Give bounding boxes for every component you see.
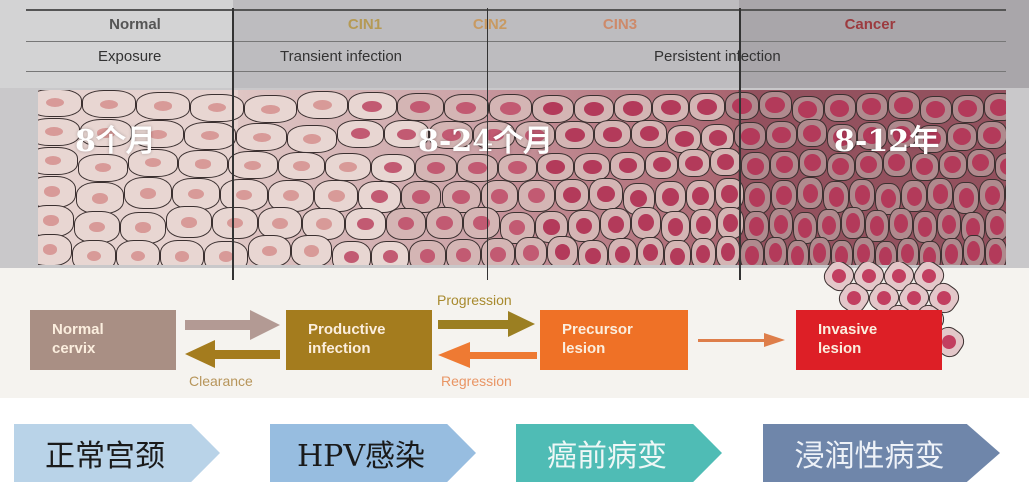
chevron-precancerous-lesion: 癌前病变 <box>516 424 722 482</box>
phase-persistent-infection: Persistent infection <box>654 48 781 65</box>
normal-band <box>0 0 233 88</box>
chevron-hpv-infection-label: HPV感染 <box>296 439 425 474</box>
divider-cin-cancer <box>739 8 741 280</box>
box-productive-line1: Productive <box>308 321 386 338</box>
chevron-invasive-lesion-label: 浸润性病变 <box>794 439 945 474</box>
label-regression: Regression <box>441 373 512 389</box>
chevron-normal-cervix-label: 正常宫颈 <box>45 439 165 474</box>
chevron-precancerous-lesion-label: 癌前病变 <box>547 439 667 474</box>
box-precursor-lesion: Precursor lesion <box>540 310 688 370</box>
phase-transient-infection: Transient infection <box>280 48 403 65</box>
cin-band <box>233 0 739 88</box>
divider-normal-cin <box>232 8 234 280</box>
duration-cancer: 8-12年 <box>834 124 940 159</box>
stage-cin3: CIN3 <box>602 16 638 33</box>
box-normal-cervix-line1: Normal <box>52 321 104 338</box>
chevron-invasive-lesion: 浸润性病变 <box>763 424 1000 482</box>
stage-normal: Normal <box>109 16 161 33</box>
stage-cin1: CIN1 <box>347 16 383 33</box>
header-bottom-rule <box>26 71 1006 72</box>
flow-arrows <box>185 310 785 368</box>
box-precursor-line2: lesion <box>562 340 606 357</box>
arrow-progression-icon <box>438 311 535 337</box>
box-normal-cervix-line2: cervix <box>52 340 96 357</box>
box-invasive-lesion: Invasive lesion <box>796 310 942 370</box>
box-invasive-line2: lesion <box>818 340 862 357</box>
label-progression: Progression <box>437 292 512 308</box>
box-productive-infection: Productive infection <box>286 310 432 370</box>
stage-cancer: Cancer <box>844 16 896 33</box>
epithelium-illustration <box>38 90 1006 265</box>
arrow-clearance-icon <box>185 340 280 368</box>
label-clearance: Clearance <box>189 373 253 389</box>
divider-cin2 <box>487 8 488 280</box>
cancer-band <box>739 0 1029 88</box>
stage-header: Normal CIN1 CIN2 CIN3 Cancer Exposure Tr… <box>0 0 1029 88</box>
arrow-regression-icon <box>438 342 537 368</box>
box-invasive-line1: Invasive <box>818 321 878 338</box>
box-productive-line2: infection <box>308 340 371 357</box>
duration-cin: 8-24个月 <box>418 124 554 159</box>
box-precursor-line1: Precursor <box>562 321 633 338</box>
header-mid-rule <box>26 41 1006 42</box>
chevron-hpv-infection: HPV感染 <box>270 424 476 482</box>
arrow-invasion-icon <box>698 333 785 347</box>
duration-normal: 8个月 <box>75 124 156 159</box>
stage-cin2: CIN2 <box>472 16 508 33</box>
header-top-rule <box>26 9 1006 11</box>
arrow-infection-icon <box>185 310 280 340</box>
phase-exposure: Exposure <box>98 48 162 65</box>
chevron-normal-cervix: 正常宫颈 <box>14 424 220 482</box>
section-divider <box>0 398 1029 400</box>
box-normal-cervix: Normal cervix <box>30 310 176 370</box>
